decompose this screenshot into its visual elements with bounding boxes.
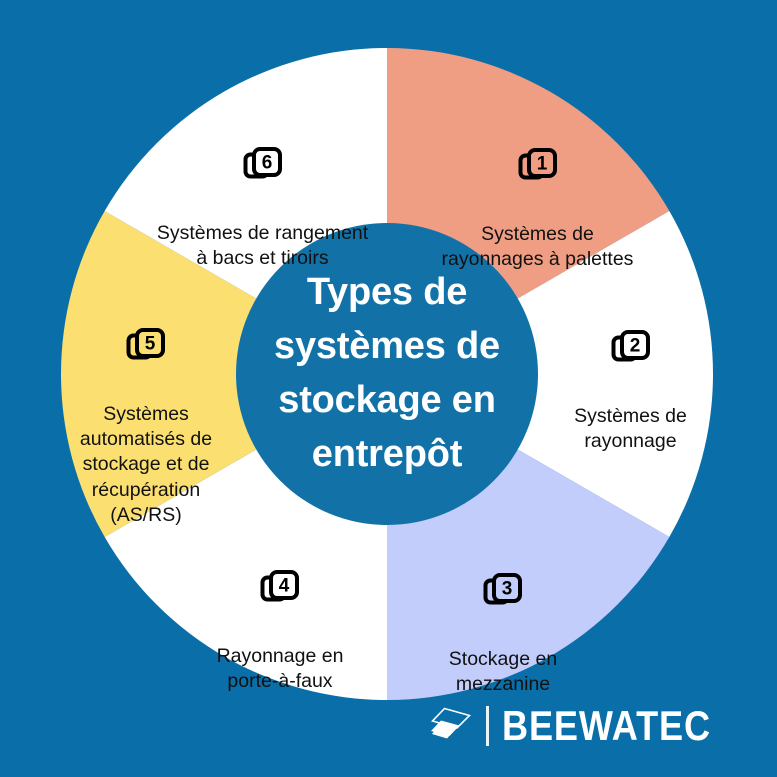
beewatec-logo-icon — [431, 707, 472, 739]
page-title: Types de systèmes de stockage en entrepô… — [274, 271, 500, 475]
donut-wedge-4[interactable] — [104, 449, 387, 700]
logo-divider — [486, 706, 490, 746]
donut-wedge-5[interactable] — [61, 211, 258, 537]
layers-number-icon: 4 — [260, 570, 299, 602]
segment-number-5: 5 — [145, 334, 156, 355]
donut-wedge-2[interactable] — [516, 211, 713, 537]
segment-item-5[interactable]: 5 Systèmes automatisés de stockage et de… — [66, 298, 226, 554]
center-hub: Types de systèmes de stockage en entrepô… — [236, 223, 538, 525]
segment-item-3[interactable]: 3 Stockage en mezzanine — [413, 543, 593, 723]
segment-number-2: 2 — [629, 336, 640, 357]
segment-item-1[interactable]: 1 Systèmes de rayonnages à palettes — [430, 118, 645, 298]
layers-number-icon: 6 — [243, 147, 282, 179]
layers-number-icon: 5 — [126, 328, 165, 360]
logo-wordmark: BEEWATEC — [502, 702, 711, 749]
segment-item-2[interactable]: 2 Systèmes de rayonnage — [543, 300, 718, 480]
segment-item-6[interactable]: 6 Systèmes de rangement à bacs et tiroir… — [130, 117, 395, 297]
segment-number-1: 1 — [536, 154, 547, 175]
donut-svg — [61, 48, 713, 700]
segment-label-4: Rayonnage en porte-à-faux — [216, 644, 344, 693]
layers-number-icon: 1 — [518, 148, 557, 180]
segment-label-3: Stockage en mezzanine — [448, 647, 558, 696]
segment-label-5: Systèmes automatisés de stockage et de r… — [79, 402, 213, 527]
donut-wedge-3[interactable] — [387, 449, 670, 700]
layers-number-icon: 3 — [483, 573, 522, 605]
segment-label-2: Systèmes de rayonnage — [574, 404, 687, 453]
segment-label-6: Systèmes de rangement à bacs et tiroirs — [156, 221, 369, 270]
segment-number-3: 3 — [502, 579, 513, 600]
segment-number-6: 6 — [261, 153, 272, 174]
segment-number-4: 4 — [279, 576, 290, 597]
segment-item-4[interactable]: 4 Rayonnage en porte-à-faux — [190, 540, 370, 720]
segment-label-1: Systèmes de rayonnages à palettes — [441, 222, 634, 271]
donut-chart — [61, 48, 713, 700]
layers-number-icon: 2 — [611, 330, 650, 362]
brand-logo: BEEWATEC — [427, 705, 745, 747]
